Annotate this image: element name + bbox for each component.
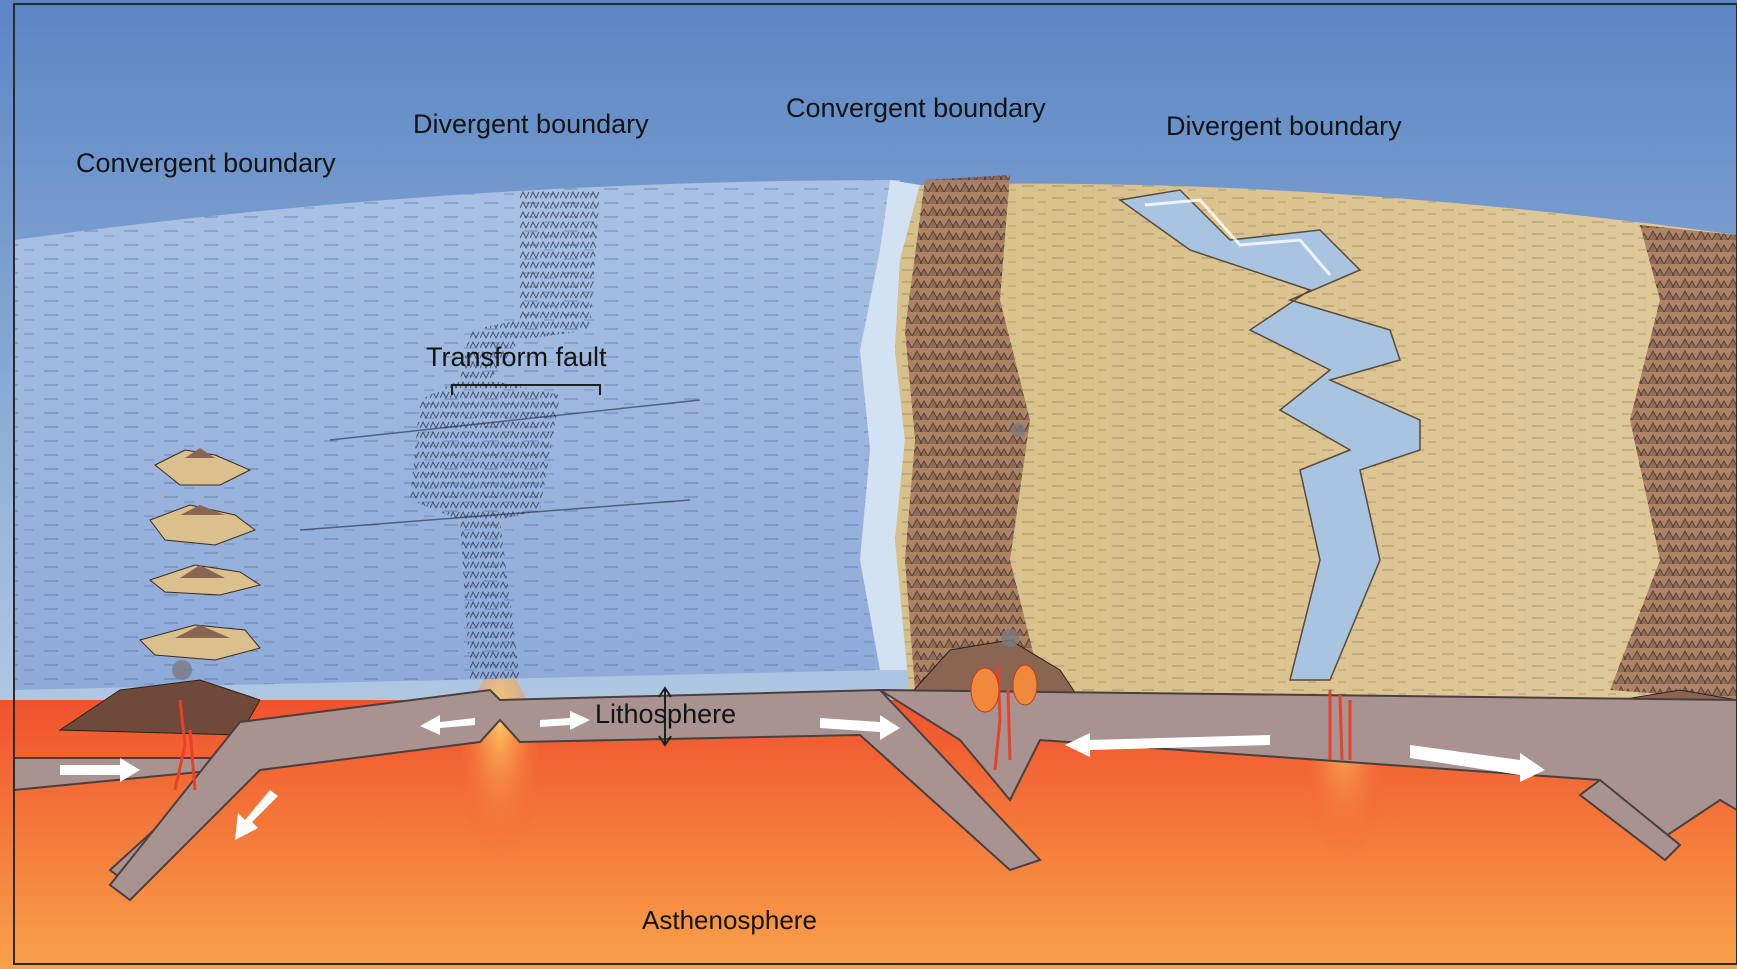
magma-chamber <box>971 668 999 712</box>
eruption-cloud-left <box>172 660 192 680</box>
eruption-cloud-mid <box>1001 629 1019 647</box>
label-lithosphere: Lithosphere <box>595 701 736 728</box>
label-divergent-boundary-oceanic: Divergent boundary <box>413 111 649 138</box>
label-divergent-boundary-continental: Divergent boundary <box>1166 113 1402 140</box>
label-convergent-boundary-mid: Convergent boundary <box>786 95 1046 122</box>
label-asthenosphere: Asthenosphere <box>642 907 817 933</box>
label-convergent-boundary-left: Convergent boundary <box>76 150 336 177</box>
label-transform-fault: Transform fault <box>426 344 607 371</box>
